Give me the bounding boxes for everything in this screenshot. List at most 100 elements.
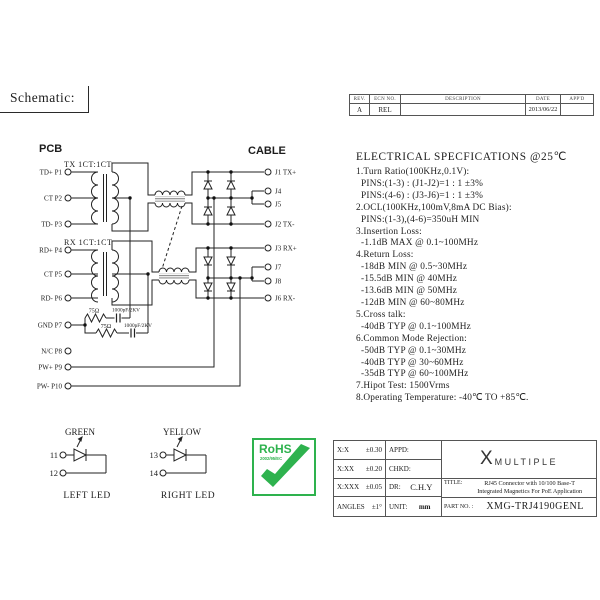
- schematic-label: Schematic:: [10, 90, 75, 105]
- pcb-section-label: PCB: [39, 143, 63, 155]
- resistor1-label: 75Ω: [89, 309, 100, 315]
- pin-label-p3: TD- P3: [41, 221, 62, 229]
- pin-label-j5: J5: [275, 201, 282, 209]
- title-row: TITLE: RJ45 Connector with 10/100 Base-T…: [442, 479, 596, 498]
- title-block: X:X ±0.30 APPD: X:XX ±0.20 CHKD: X:XXX ±…: [333, 440, 597, 517]
- approval-value: C.H.Y: [410, 482, 433, 493]
- rev-cell-date: 2013/06/22: [526, 104, 561, 115]
- spec-line: 4.Return Loss:: [356, 250, 414, 261]
- cable-pin-circles: [264, 168, 272, 302]
- spec-line: -50dB TYP @ 0.1~30MHz: [356, 345, 467, 356]
- resistor2-label: 75Ω: [101, 324, 112, 330]
- spec-line: 5.Cross talk:: [356, 309, 406, 320]
- spec-line: -40dB TYP @ 0.1~100MHz: [356, 321, 471, 332]
- led-left-color-label: GREEN: [65, 427, 95, 437]
- led-right-color-label: YELLOW: [163, 427, 201, 437]
- rev-cell-appd: [561, 104, 593, 115]
- pin-label-j8: J8: [275, 278, 282, 286]
- led-pin-13: 13: [150, 450, 159, 460]
- approval-dr: DR: C.H.Y: [386, 478, 442, 498]
- pin-label-p7: GND P7: [38, 322, 63, 330]
- rev-cell-description: [401, 104, 526, 115]
- cable-section-label: CABLE: [248, 145, 286, 157]
- spec-line: -1.1dB MAX @ 0.1~100MHz: [356, 238, 479, 249]
- rev-cell-ecn: REL: [370, 104, 401, 115]
- approval-label: UNIT:: [389, 502, 408, 511]
- rev-header-rev: REV.: [350, 95, 370, 104]
- tolerance-value: ±0.20: [365, 464, 382, 473]
- rev-cell-rev: A: [350, 104, 370, 115]
- spec-line: PINS:(1-3),(4-6)=350uH MIN: [356, 214, 480, 225]
- tolerance-row-3: X:XXX ±0.05: [334, 478, 386, 498]
- title-block-right: X MULTIPLE TITLE: RJ45 Connector with 10…: [442, 441, 596, 516]
- tolerance-value: ±0.05: [365, 483, 382, 492]
- rev-header-ecn: ECN NO.: [370, 95, 401, 104]
- spec-line: PINS:(4-6) : (J3-J6)=1 : 1 ±3%: [356, 190, 484, 201]
- spec-line: 6.Common Mode Rejection:: [356, 333, 467, 344]
- tolerance-row-2: X:XX ±0.20: [334, 459, 386, 479]
- spec-line: -15.5dB MIN @ 40MHz: [356, 274, 458, 285]
- company-logo: X MULTIPLE: [442, 441, 596, 479]
- approval-appd: APPD:: [386, 441, 442, 460]
- approval-unit: UNIT: mm: [386, 497, 442, 516]
- schematic-svg: TX 1CT:1CT RX 1CT:1CT TD+ P1 CT P2 TD- P…: [37, 160, 297, 391]
- tolerance-row-1: X:X ±0.30: [334, 441, 386, 460]
- pin-label-j6: J6 RX-: [275, 295, 296, 303]
- pcb-pin-circles: [64, 168, 72, 390]
- left-pin-labels: TD+ P1 CT P2 TD- P3 RD+ P4 CT P5 RD- P6 …: [37, 169, 63, 391]
- spec-line: -13.6dB MIN @ 50MHz: [356, 286, 458, 297]
- pin-label-p4: RD+ P4: [39, 247, 62, 255]
- spec-line: -18dB MIN @ 0.5~30MHz: [356, 262, 468, 273]
- electrical-specs: ELECTRICAL SPECFICATIONS @25℃ 1.Turn Rat…: [356, 150, 598, 405]
- rev-header-date: DATE: [526, 95, 561, 104]
- spec-line: 2.OCL(100KHz,100mV,8mA DC Bias):: [356, 202, 512, 213]
- approval-value: mm: [418, 502, 431, 511]
- capacitor2-label: 1000pF/2KV: [124, 323, 152, 329]
- approval-label: APPD:: [389, 445, 409, 454]
- led-wires: [66, 454, 207, 474]
- spec-line: 8.Operating Temperature: -40℃ TO +85℃.: [356, 393, 529, 404]
- approval-label: DR:: [389, 483, 401, 492]
- part-number-row: PART NO. : XMG-TRJ4190GENL: [442, 498, 596, 516]
- poe-diode-bridge-top: [203, 179, 236, 216]
- tx-choke-core: [155, 196, 185, 202]
- specs-lines: 1.Turn Ratio(100KHz,0.1V): PINS:(1-3) : …: [356, 167, 598, 405]
- spec-line: PINS:(1-3) : (J1-J2)=1 : 1 ±3%: [356, 178, 484, 189]
- spec-line: -12dB MIN @ 60~80MHz: [356, 297, 465, 308]
- schematic-label-box: Schematic:: [0, 86, 89, 113]
- pin-label-p9: PW+ P9: [38, 364, 62, 372]
- tolerance-label: X:X: [337, 445, 350, 454]
- rev-header-appd: APP'D: [561, 95, 593, 104]
- rohs-checkmark-icon: [261, 444, 310, 487]
- led-pin-circles: [59, 451, 167, 477]
- led-diode-symbols: [73, 448, 188, 462]
- rohs-mark: RoHS 2002/95/EC: [252, 438, 316, 496]
- tolerance-row-4: ANGLES ±1°: [334, 497, 386, 516]
- specs-title: ELECTRICAL SPECFICATIONS @25℃: [356, 151, 567, 163]
- pin-label-j3: J3 RX+: [275, 245, 297, 253]
- led-right-caption: RIGHT LED: [161, 491, 215, 501]
- tolerance-label: X:XXX: [337, 483, 360, 492]
- spec-line: -40dB TYP @ 30~60MHz: [356, 357, 464, 368]
- drawing-title: RJ45 Connector with 10/100 Base-T Integr…: [463, 479, 596, 497]
- title-block-left: X:X ±0.30 APPD: X:XX ±0.20 CHKD: X:XXX ±…: [334, 441, 442, 516]
- part-number-label: PART NO. :: [444, 504, 474, 511]
- approval-chkd: CHKD:: [386, 459, 442, 479]
- tolerance-value: ±0.30: [365, 445, 382, 454]
- part-number: XMG-TRJ4190GENL: [486, 501, 584, 513]
- drawing-title-line2: Integrated Magnetics For PoE Application: [477, 487, 583, 495]
- rx-choke-core: [159, 273, 189, 279]
- tx-transformer-label: TX 1CT:1CT: [64, 160, 112, 169]
- poe-diode-bridge-bottom: [203, 256, 236, 293]
- rev-header-description: DESCRIPTION: [401, 95, 526, 104]
- junction-dots: [83, 170, 254, 327]
- led-pin-14: 14: [150, 468, 159, 478]
- tolerance-label: X:XX: [337, 464, 355, 473]
- approval-label: CHKD:: [389, 464, 411, 473]
- rohs-label: RoHS: [259, 442, 292, 456]
- rx-transformer-label: RX 1CT:1CT: [64, 238, 112, 247]
- led-pin-12: 12: [50, 468, 59, 478]
- right-pin-labels: J1 TX+ J4 J5 J2 TX- J3 RX+ J7 J8 J6 RX-: [275, 169, 297, 303]
- pin-label-j4: J4: [275, 188, 282, 196]
